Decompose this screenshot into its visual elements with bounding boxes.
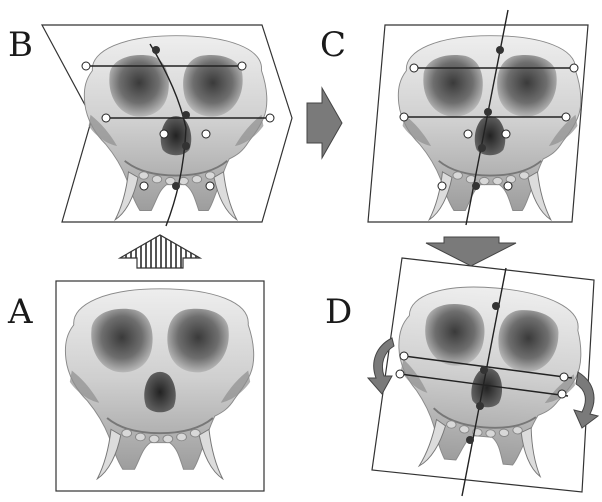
landmark-open <box>504 182 512 190</box>
hatched-up-arrow-icon <box>120 235 200 268</box>
landmark-open <box>238 62 246 70</box>
skull-a <box>65 289 253 479</box>
landmark-filled <box>182 111 190 119</box>
landmark-open <box>206 182 214 190</box>
rotate-left-icon <box>368 338 394 394</box>
landmark-open <box>102 114 110 122</box>
skull-c <box>398 36 581 220</box>
landmark-open <box>160 130 168 138</box>
landmark-filled <box>496 46 504 54</box>
skull-d <box>388 280 586 479</box>
landmark-open <box>464 130 472 138</box>
landmark-open <box>400 352 408 360</box>
landmark-open <box>570 64 578 72</box>
landmark-open <box>202 130 210 138</box>
landmark-filled <box>484 108 492 116</box>
landmark-open <box>400 113 408 121</box>
landmark-open <box>558 390 566 398</box>
landmark-open <box>502 130 510 138</box>
landmark-filled <box>172 182 180 190</box>
landmark-open <box>438 182 446 190</box>
landmark-filled <box>492 302 500 310</box>
landmark-open <box>410 64 418 72</box>
right-arrow-icon <box>307 88 342 158</box>
landmark-filled <box>478 144 486 152</box>
landmark-filled <box>476 402 484 410</box>
rotate-right-icon <box>574 372 598 428</box>
landmark-open <box>562 113 570 121</box>
landmark-filled <box>152 46 160 54</box>
panel-c <box>368 10 588 225</box>
landmark-filled <box>182 142 190 150</box>
panel-d <box>368 258 598 496</box>
landmark-open <box>560 373 568 381</box>
landmark-filled <box>480 366 488 374</box>
down-arrow-icon <box>426 237 516 266</box>
landmark-open <box>82 62 90 70</box>
landmark-open <box>396 370 404 378</box>
panel-a <box>56 281 264 491</box>
landmark-open <box>140 182 148 190</box>
landmark-filled <box>472 182 480 190</box>
panel-b <box>42 25 292 226</box>
landmark-open <box>266 114 274 122</box>
landmark-filled <box>466 436 474 444</box>
